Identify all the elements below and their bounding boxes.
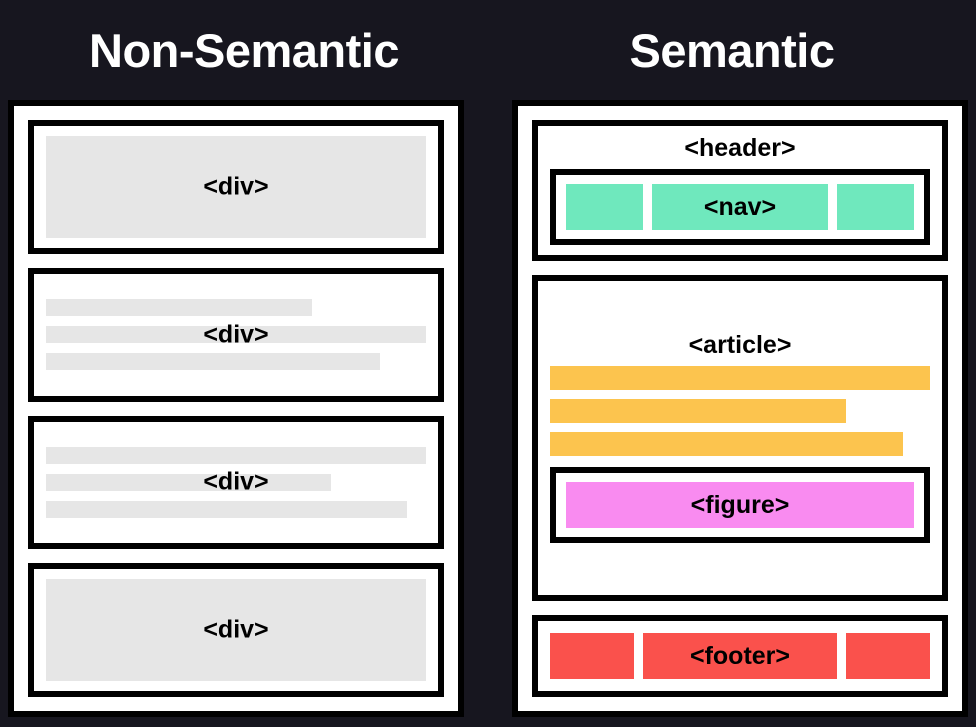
figure-band: <figure>: [566, 482, 914, 528]
div-card-1[interactable]: <div>: [28, 120, 444, 255]
placeholder-line: [46, 446, 426, 464]
article-text-lines: [550, 366, 930, 465]
page-title-non-semantic: Non-Semantic: [89, 23, 400, 77]
article-card[interactable]: <article> <figure>: [532, 275, 948, 601]
header-card[interactable]: <header> <nav>: [532, 120, 948, 261]
div-card-2[interactable]: <div>: [28, 268, 444, 402]
article-line: [550, 432, 904, 456]
placeholder-block: [46, 136, 426, 239]
figure-card[interactable]: <figure>: [550, 467, 930, 543]
placeholder-line: [46, 326, 426, 344]
article-card-label: <article>: [688, 331, 792, 359]
footer-card[interactable]: <footer>: [532, 615, 948, 697]
placeholder-line: [46, 353, 381, 371]
nav-card-label: <nav>: [703, 192, 777, 221]
figure-card-label: <figure>: [690, 490, 790, 519]
div-card-3[interactable]: <div>: [28, 415, 444, 549]
placeholder-line: [46, 500, 407, 518]
nav-chip-center[interactable]: <nav>: [651, 184, 829, 230]
panel-non-semantic: <div> <div> <div>: [8, 100, 464, 717]
panels-row: <div> <div> <div>: [0, 100, 976, 727]
nav-card[interactable]: <nav>: [550, 169, 930, 245]
article-line: [550, 366, 930, 390]
placeholder-lines: [46, 446, 426, 518]
page-title-semantic: Semantic: [629, 23, 835, 77]
nav-chip-right[interactable]: [837, 184, 914, 230]
column-titles: Non-Semantic Semantic: [0, 0, 976, 100]
div-card-4[interactable]: <div>: [28, 562, 444, 697]
placeholder-line: [46, 299, 312, 317]
footer-chip-left[interactable]: [550, 633, 634, 679]
nav-chip-left[interactable]: [566, 184, 643, 230]
article-line: [550, 399, 847, 423]
panel-semantic: <header> <nav> <article>: [512, 100, 968, 717]
placeholder-lines: [46, 299, 426, 371]
footer-chip-right[interactable]: [846, 633, 930, 679]
title-cell-non-semantic: Non-Semantic: [0, 0, 488, 100]
placeholder-block: [46, 578, 426, 681]
footer-chip-center[interactable]: <footer>: [642, 633, 838, 679]
title-cell-semantic: Semantic: [488, 0, 976, 100]
placeholder-line: [46, 473, 331, 491]
footer-card-label: <footer>: [689, 641, 791, 670]
header-card-label: <header>: [684, 134, 796, 162]
